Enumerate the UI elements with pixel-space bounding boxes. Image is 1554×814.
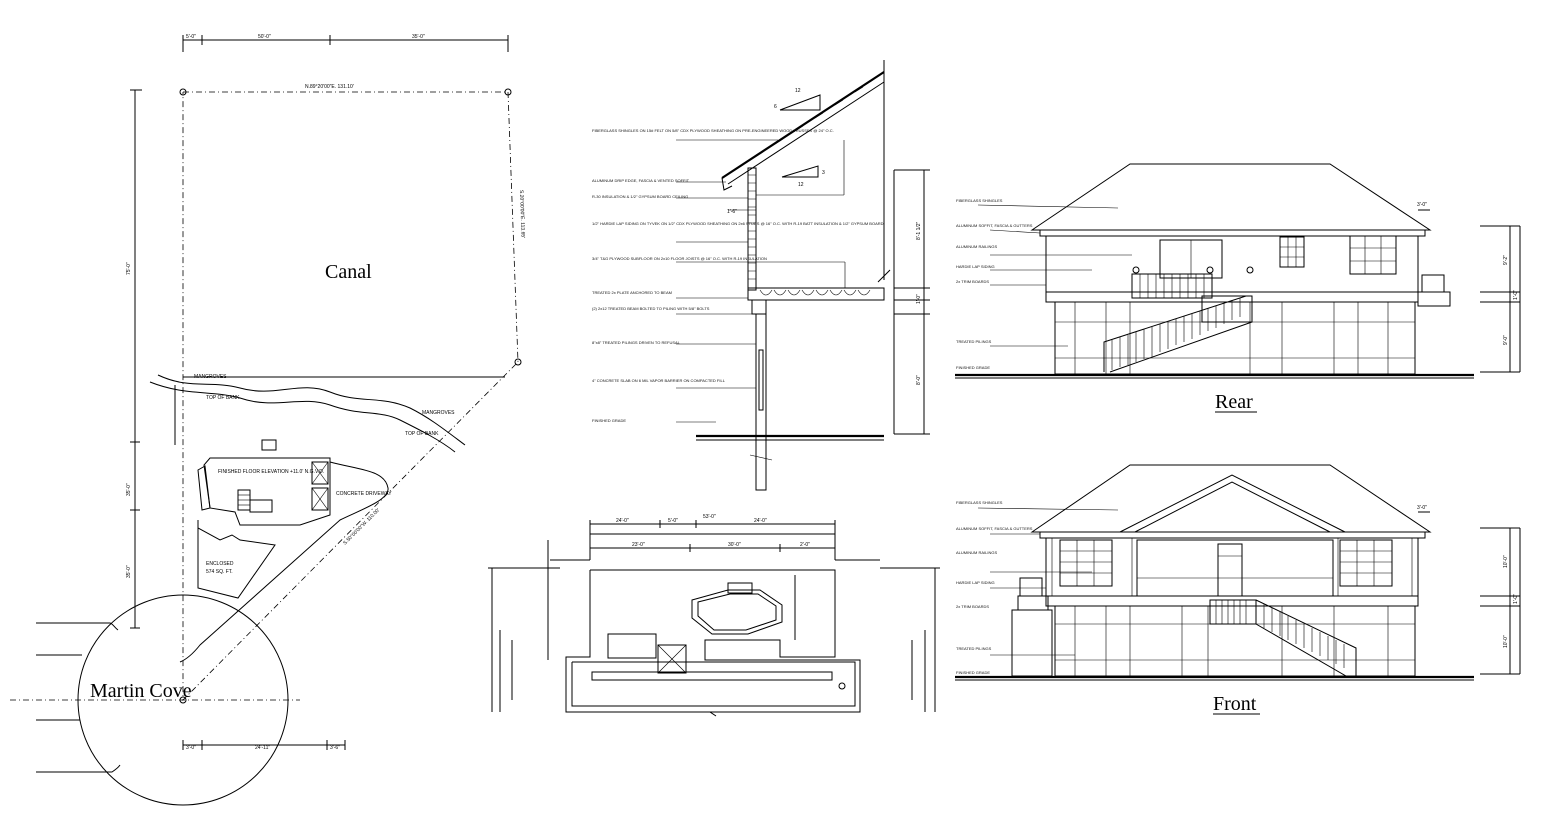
ws-dim-right-3: 8'-0" xyxy=(916,375,922,385)
site-dim-top-3: 35'-0" xyxy=(412,34,425,40)
fp-dim-top-3: 24'-0" xyxy=(754,518,767,524)
ws-note-6: (2) 2x12 TREATED BEAM BOLTED TO PILING W… xyxy=(592,306,710,311)
site-dim-left-3: 35'-0" xyxy=(126,565,132,578)
site-plan: 5'-0" 50'-0" 35'-0" 75'-0" 35'-0" 35'-0"… xyxy=(10,34,526,806)
ws-dim-overhang: 1'-6" xyxy=(727,209,737,215)
rear-dim-overhang: 3'-0" xyxy=(1417,202,1427,208)
front-dim-right-1: 10'-0" xyxy=(1503,555,1509,568)
rear-note-2: ALUMINUM RAILINGS xyxy=(956,244,997,249)
rear-dim-right-2: 1'-0" xyxy=(1513,290,1519,300)
label-driveway: CONCRETE DRIVEWAY xyxy=(336,491,392,497)
front-note-6: FINISHED GRADE xyxy=(956,670,990,675)
rear-title: Rear xyxy=(1215,391,1253,413)
ws-note-5: TREATED 2x PLATE ANCHORED TO BEAM xyxy=(592,290,672,295)
front-dim-right-2: 1'-0" xyxy=(1513,594,1519,604)
front-title: Front xyxy=(1213,693,1257,715)
ws-dim-right-2: 1'-0" xyxy=(916,294,922,304)
front-note-2: ALUMINUM RAILINGS xyxy=(956,550,997,555)
ws-note-8: 4" CONCRETE SLAB ON 6 MIL VAPOR BARRIER … xyxy=(592,378,726,383)
ws-note-2: R-30 INSULATION & 1/2" GYPSUM BOARD CEIL… xyxy=(592,194,688,199)
site-dim-top-1: 5'-0" xyxy=(186,34,196,40)
fp-dim-mid-1: 23'-0" xyxy=(632,542,645,548)
ws-note-4: 3/4" T&G PLYWOOD SUBFLOOR ON 2x10 FLOOR … xyxy=(592,256,767,261)
foundation-plan: 24'-0" 5'-0" 24'-0" 53'-0" 23'-0" 30'-0"… xyxy=(488,514,940,717)
ws-note-9: FINISHED GRADE xyxy=(592,418,626,423)
ws-note-1: ALUMINUM DRIP EDGE, FASCIA & VENTED SOFF… xyxy=(592,178,690,183)
site-dim-left-1: 75'-0" xyxy=(126,262,132,275)
ws-note-7: 8"x8" TREATED PILINGS DRIVEN TO REFUSAL xyxy=(592,340,681,345)
front-note-3: HARDIE LAP SIDING xyxy=(956,580,995,585)
label-mangroves-2: MANGROVES xyxy=(422,410,455,416)
site-bearing-top: N.89°20'00"E. 131.10' xyxy=(305,84,354,90)
rear-dim-right-1: 9'-2" xyxy=(1503,255,1509,265)
rear-note-0: FIBERGLASS SHINGLES xyxy=(956,198,1003,203)
rear-note-3: HARDIE LAP SIDING xyxy=(956,264,995,269)
site-dim-left-2: 35'-0" xyxy=(126,483,132,496)
wall-section-notes: FIBERGLASS SHINGLES ON 15# FELT ON 5/8" … xyxy=(592,128,884,423)
fp-dim-top-1: 24'-0" xyxy=(616,518,629,524)
front-dim-overhang: 3'-0" xyxy=(1417,505,1427,511)
label-area-value: 574 SQ. FT. xyxy=(206,569,233,575)
rear-elevation: FIBERGLASS SHINGLES ALUMINUM SOFFIT, FAS… xyxy=(955,163,1521,413)
label-top-of-bank-1: TOP OF BANK xyxy=(206,395,240,401)
front-dim-right-3: 10'-0" xyxy=(1503,635,1509,648)
front-elevation: FIBERGLASS SHINGLES ALUMINUM SOFFIT, FAS… xyxy=(955,464,1521,715)
label-top-of-bank-2: TOP OF BANK xyxy=(405,431,439,437)
label-martin-cove: Martin Cove xyxy=(90,680,192,702)
slope-roof-top: 12 xyxy=(795,88,801,94)
label-area: ENCLOSED xyxy=(206,561,234,567)
rear-note-1: ALUMINUM SOFFIT, FASCIA & GUTTERS xyxy=(956,223,1033,228)
front-note-0: FIBERGLASS SHINGLES xyxy=(956,500,1003,505)
fp-dim-top-2: 5'-0" xyxy=(668,518,678,524)
site-dim-bot-2: 24'-11" xyxy=(255,745,270,751)
slope-ceiling-top: 12 xyxy=(798,182,804,188)
label-mangroves-1: MANGROVES xyxy=(194,374,227,380)
front-note-5: TREATED PILINGS xyxy=(956,646,992,651)
fp-dim-mid-2: 30'-0" xyxy=(728,542,741,548)
fp-dim-total: 53'-0" xyxy=(703,514,716,520)
ws-note-0: FIBERGLASS SHINGLES ON 15# FELT ON 5/8" … xyxy=(592,128,834,133)
rear-note-6: FINISHED GRADE xyxy=(956,365,990,370)
ws-note-3: 1/2" HARDIE LAP SIDING ON TYVEK ON 1/2" … xyxy=(592,221,884,226)
ws-dim-right-1: 8'-1 1/2" xyxy=(916,221,922,240)
front-note-1: ALUMINUM SOFFIT, FASCIA & GUTTERS xyxy=(956,526,1033,531)
fp-dim-mid-3: 2'-0" xyxy=(800,542,810,548)
site-dim-top-2: 50'-0" xyxy=(258,34,271,40)
wall-section: 12 6 3 12 FIBERGLASS SHINGLES ON 15# FEL… xyxy=(592,60,930,491)
rear-note-4: 2x TRIM BOARDS xyxy=(956,279,989,284)
site-dim-bot-3: 3'-6" xyxy=(330,745,340,751)
site-dim-bot-1: 3'-0" xyxy=(186,745,196,751)
front-note-4: 2x TRIM BOARDS xyxy=(956,604,989,609)
site-bearing-right: S.20°00'00"E. 113.65' xyxy=(518,190,526,238)
slope-ceiling-side: 3 xyxy=(822,170,825,176)
rear-dim-right-3: 9'-0" xyxy=(1503,335,1509,345)
rear-note-5: TREATED PILINGS xyxy=(956,339,992,344)
site-bearing-diag: S.50°00'00"W. 110.00' xyxy=(342,507,381,546)
label-ffe: FINISHED FLOOR ELEVATION +11.0' N.G.V.D. xyxy=(218,469,324,475)
label-canal: Canal xyxy=(325,261,372,283)
slope-roof-side: 6 xyxy=(774,104,777,110)
